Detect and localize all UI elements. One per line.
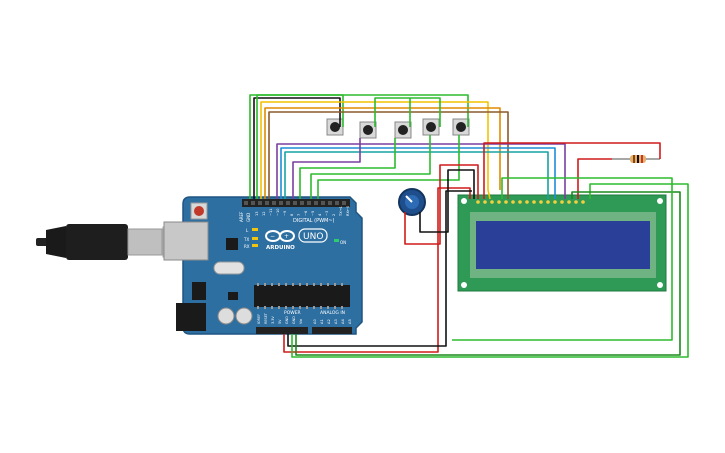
digital-pin-label: ~9: [283, 210, 287, 216]
power-pin-label: GND: [285, 316, 289, 324]
wire-red-board[interactable]: [283, 187, 471, 353]
digital-pin-label: 8: [290, 213, 294, 216]
analog-pin-label: A3: [334, 319, 338, 324]
wire-black-board[interactable]: [287, 190, 472, 347]
wire-teal[interactable]: [284, 151, 549, 199]
digital-pin-label: 7: [297, 214, 301, 216]
lcd-pins[interactable]: [476, 200, 585, 204]
potentiometer[interactable]: [398, 188, 426, 216]
wire-green-lcd-a[interactable]: [452, 177, 673, 341]
wire-brown[interactable]: [268, 111, 509, 199]
wire-black-pot[interactable]: [419, 169, 475, 233]
power-pin-label: Vin: [299, 319, 303, 324]
digital-pin-label: TX→1: [339, 206, 343, 217]
usb-cable[interactable]: [36, 224, 186, 260]
wire-green-loop-2[interactable]: [295, 191, 681, 356]
digital-pin-label: RX←0: [346, 205, 350, 216]
wire-green-btn2[interactable]: [374, 97, 411, 127]
on-label: ON: [340, 240, 346, 245]
wire-green-top-2[interactable]: [256, 94, 469, 199]
digital-pin-label: ~11: [269, 208, 273, 216]
analog-pin-label: A0: [313, 319, 317, 324]
wire-red-2[interactable]: [577, 158, 612, 199]
l-led-label: L: [246, 228, 249, 233]
gnd-label: GND: [246, 213, 251, 222]
power-pin-label: 3.3V: [271, 316, 275, 324]
wire-green-btn-mid[interactable]: [299, 138, 396, 199]
wire-purple-2[interactable]: [292, 138, 361, 199]
power-header[interactable]: [256, 327, 308, 334]
push-buttons: [326, 118, 470, 139]
digital-pin-label: 2: [332, 214, 336, 216]
analog-header[interactable]: [312, 327, 352, 334]
push-button-3[interactable]: [394, 121, 412, 139]
power-pin-label: GND: [292, 316, 296, 324]
push-button-2[interactable]: [359, 121, 377, 139]
capacitor-2: [235, 307, 253, 325]
atmega-chip: [254, 285, 350, 307]
push-button-4[interactable]: [422, 118, 440, 136]
svg-text:−: −: [270, 233, 275, 240]
lcd-screen: [476, 221, 650, 269]
capacitor-1: [217, 307, 235, 325]
arduino-logo-icon: − +: [265, 230, 295, 242]
tx-label: TX: [243, 237, 249, 242]
analog-pin-label: A2: [327, 319, 331, 324]
analog-pin-label: A1: [320, 319, 324, 324]
lcd-16x2[interactable]: [457, 194, 667, 292]
arduino-uno-board[interactable]: AREF GND DIGITAL (PWM~) L TX RX − + ARDU…: [163, 196, 363, 335]
push-button-1[interactable]: [326, 118, 344, 136]
digital-pin-label: ~3: [325, 211, 329, 216]
analog-pin-label: A5: [348, 319, 352, 324]
digital-pin-label: ~10: [276, 208, 280, 216]
digital-label: DIGITAL (PWM~): [293, 218, 335, 224]
wire-green-btn3[interactable]: [410, 97, 441, 127]
power-pin-label: RESET: [264, 312, 268, 324]
power-pin-label: IOREF: [257, 314, 261, 324]
wire-purple[interactable]: [276, 143, 566, 199]
digital-pin-label: ~5: [311, 211, 315, 216]
digital-pin-label: ~6: [304, 210, 308, 216]
power-jack: [176, 303, 206, 331]
aref-label: AREF: [239, 211, 244, 222]
brand-label: ARDUINO: [266, 245, 295, 251]
analog-pin-label: A4: [341, 319, 345, 324]
digital-pin-label: 4: [318, 213, 322, 216]
power-pin-label: 5V: [278, 319, 282, 324]
digital-pin-label: 13: [255, 211, 259, 216]
wire-orange[interactable]: [264, 107, 501, 199]
wires: [249, 94, 689, 358]
wire-green-loop-1[interactable]: [291, 183, 689, 358]
wire-blue[interactable]: [280, 147, 556, 199]
push-button-5[interactable]: [452, 118, 470, 136]
wire-green-top[interactable]: [249, 94, 344, 199]
resistor[interactable]: [612, 155, 660, 163]
svg-text:+: +: [284, 233, 289, 240]
power-label: POWER: [284, 310, 301, 316]
wire-green-btn-mid2[interactable]: [310, 135, 431, 199]
analog-label: ANALOG IN: [320, 310, 345, 316]
model-label: UNO: [303, 232, 323, 242]
wire-yellow[interactable]: [260, 101, 491, 200]
digital-pin-label: 12: [262, 211, 266, 216]
wire-red-1[interactable]: [483, 142, 661, 199]
crystal: [213, 261, 245, 275]
voltage-regulator: [192, 282, 206, 300]
wire-red-pot[interactable]: [404, 164, 479, 245]
usb-socket: [163, 221, 209, 261]
wire-green-btn-mid3[interactable]: [317, 135, 460, 199]
rx-label: RX: [244, 244, 250, 249]
